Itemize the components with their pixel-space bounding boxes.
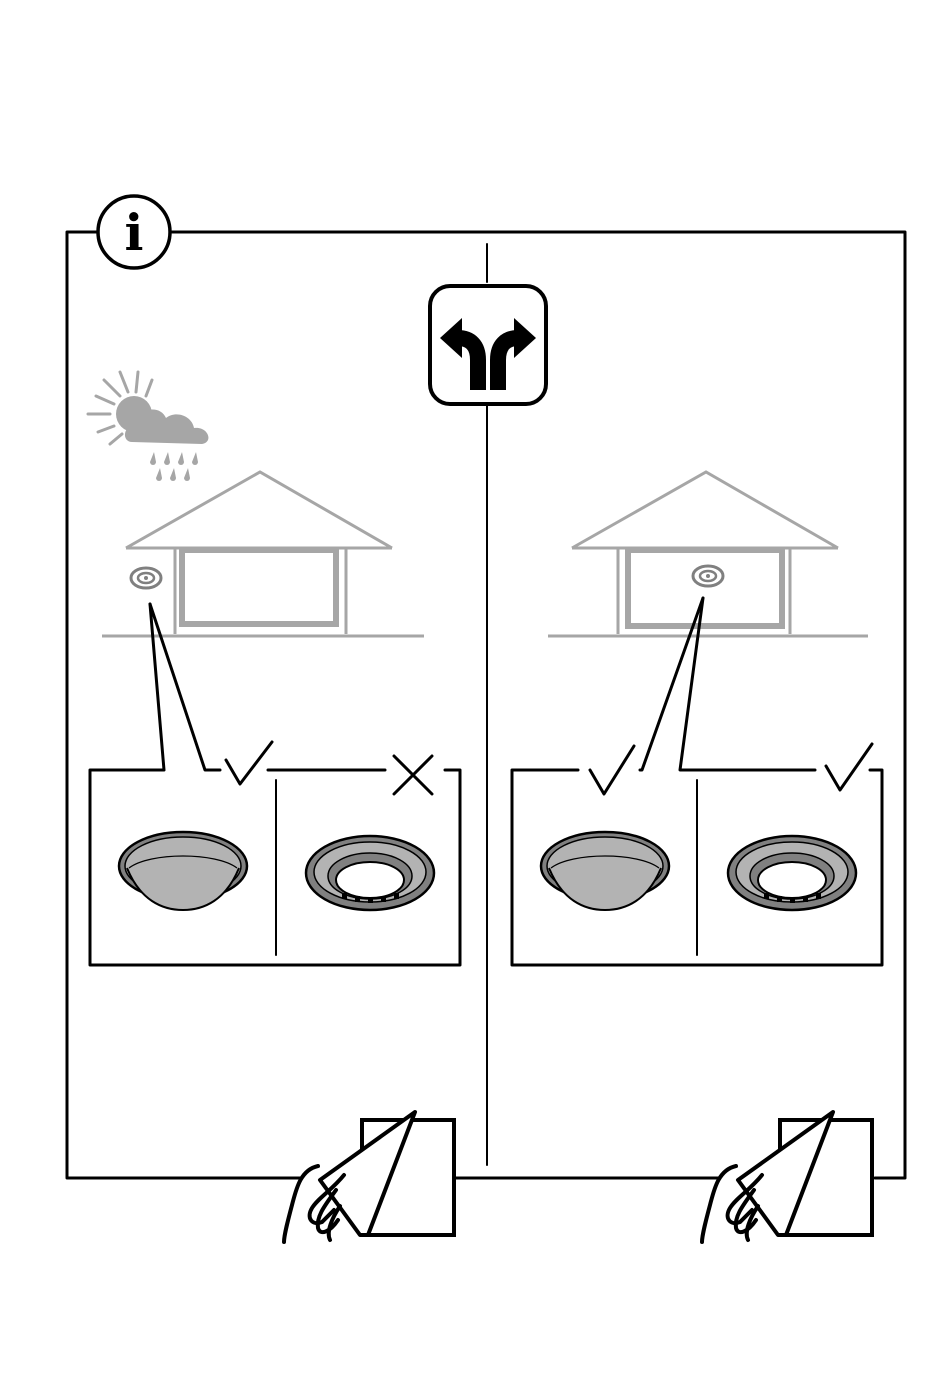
check-icon [590, 746, 634, 794]
cover-dome-icon [119, 832, 247, 910]
cover-ring-icon [728, 836, 856, 910]
house-with-detector-inside-icon [548, 472, 868, 636]
check-icon [226, 742, 272, 784]
weather-sun-cloud-rain-icon [88, 372, 208, 481]
cover-dome-icon [541, 832, 669, 910]
check-icon [826, 744, 872, 790]
options-box-indoor [512, 598, 882, 965]
fork-arrows-icon [430, 286, 546, 404]
detector-icon [131, 568, 161, 588]
info-letter: i [125, 203, 144, 262]
cross-icon [394, 756, 432, 794]
manual-page-hand-icon [284, 1112, 454, 1242]
detector-icon [693, 566, 723, 586]
info-icon: i [98, 196, 170, 268]
manual-page-hand-icon [702, 1112, 872, 1242]
cover-ring-icon [306, 836, 434, 910]
